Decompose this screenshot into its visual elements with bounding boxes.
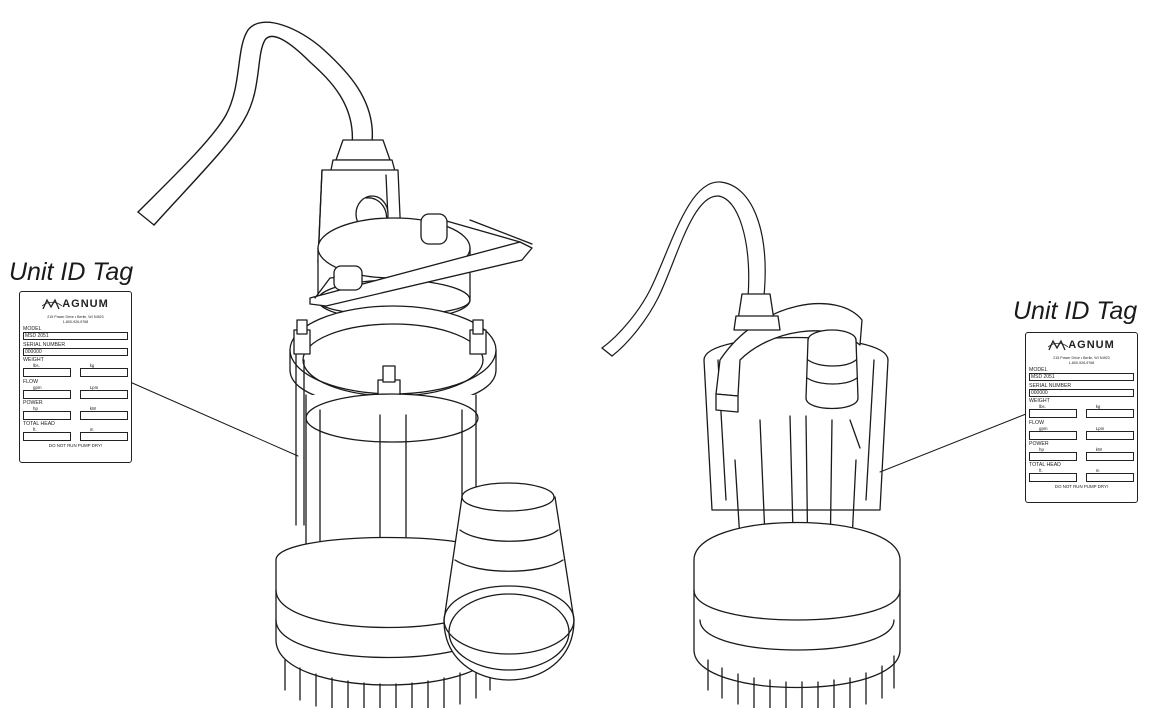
tag-head-unit-1: ft. [1039, 468, 1043, 474]
tag-flow-unit-2: Lpm [1095, 425, 1105, 431]
tag-flow-label: FLOW [1029, 419, 1044, 426]
tag-power-box-1 [23, 411, 72, 420]
tag-power-unit-2: kW [89, 406, 97, 412]
left-unit-id-tag: AGNUM 215 Power Drive • Berlin, WI 54923… [19, 291, 132, 463]
tag-model-label: MODEL [1029, 366, 1048, 373]
tag-weight-unit-2: kg [1095, 404, 1101, 410]
tag-weight-unit-1: lbs. [1039, 404, 1046, 410]
left-pump [137, 21, 575, 708]
tag-model-value: MSD 2051 [1029, 372, 1134, 382]
left-pump-cable [137, 21, 373, 226]
tag-serial-value: 000000 [23, 347, 128, 356]
left-caption: Unit ID Tag [9, 258, 134, 286]
right-pump-cord-housing [733, 293, 781, 331]
tag-flow-unit-1: gpm [1039, 425, 1048, 431]
tag-serial-label: SERIAL NUMBER [23, 341, 66, 348]
left-pump-flange [289, 305, 497, 409]
tag-serial-value: 000000 [1029, 388, 1134, 397]
logo-m-icon [42, 298, 63, 310]
tag-address: 215 Power Drive • Berlin, WI 54923 [1053, 356, 1110, 360]
tag-head-box-1 [23, 432, 72, 442]
right-pump [601, 181, 901, 708]
tag-power-unit-1: hp [1039, 447, 1044, 453]
tag-power-box-1 [1029, 452, 1078, 461]
right-pump-discharge [805, 329, 861, 449]
tag-flow-box-2 [79, 389, 128, 399]
tag-model-label: MODEL [23, 325, 42, 332]
logo-m-icon [1048, 339, 1069, 351]
tag-warning: DO NOT RUN PUMP DRY! [1054, 484, 1109, 490]
tag-power-unit-1: hp [33, 406, 38, 412]
right-pump-base [693, 521, 901, 708]
tag-weight-box-1 [1029, 409, 1078, 419]
tag-flow-box-1 [23, 389, 72, 399]
tag-power-label: POWER [1029, 441, 1049, 448]
tag-flow-box-1 [1029, 430, 1078, 440]
right-caption: Unit ID Tag [1013, 297, 1138, 325]
tag-head-unit-2: m [89, 427, 94, 433]
tag-weight-label: WEIGHT [23, 357, 44, 364]
tag-power-box-2 [79, 411, 128, 420]
tag-head-label: TOTAL HEAD [1029, 462, 1061, 469]
left-leader-line [129, 381, 299, 457]
tag-weight-box-1 [23, 368, 72, 378]
tag-brand: AGNUM [1068, 338, 1115, 351]
tag-brand: AGNUM [62, 297, 109, 310]
tag-power-box-2 [1085, 452, 1134, 461]
tag-head-box-2 [79, 432, 128, 442]
right-unit-id-tag: AGNUM 215 Power Drive • Berlin, WI 54923… [1025, 332, 1138, 503]
tag-flow-unit-1: gpm [33, 384, 42, 390]
tag-warning: DO NOT RUN PUMP DRY! [48, 443, 103, 449]
tag-head-box-1 [1029, 473, 1078, 483]
tag-weight-unit-1: lbs. [33, 363, 40, 369]
tag-flow-unit-2: Lpm [89, 384, 99, 390]
tag-flow-label: FLOW [23, 378, 38, 385]
tag-weight-box-2 [1085, 409, 1134, 419]
tag-power-unit-2: kW [1095, 447, 1103, 453]
right-pump-cable [601, 181, 766, 357]
tag-head-label: TOTAL HEAD [23, 421, 55, 428]
tag-weight-label: WEIGHT [1029, 398, 1050, 405]
tag-phone: 1-800-926-9768 [62, 319, 89, 324]
tag-logo: AGNUM [1026, 336, 1137, 356]
tag-serial-label: SERIAL NUMBER [1029, 382, 1072, 389]
tag-logo: AGNUM [20, 295, 131, 315]
tag-head-box-2 [1085, 473, 1134, 483]
tag-power-label: POWER [23, 400, 43, 407]
tag-model-value: MSD 2051 [23, 331, 128, 341]
tag-weight-box-2 [79, 368, 128, 378]
tag-weight-unit-2: kg [89, 363, 95, 369]
tag-head-unit-2: m [1095, 468, 1100, 474]
tag-address: 215 Power Drive • Berlin, WI 54923 [47, 315, 104, 319]
right-leader-line [879, 413, 1027, 473]
tag-phone: 1-800-926-9768 [1068, 360, 1095, 365]
left-pump-discharge [443, 482, 575, 681]
tag-head-unit-1: ft. [33, 427, 37, 433]
left-pump-handle [309, 213, 533, 307]
tag-flow-box-2 [1085, 430, 1134, 440]
